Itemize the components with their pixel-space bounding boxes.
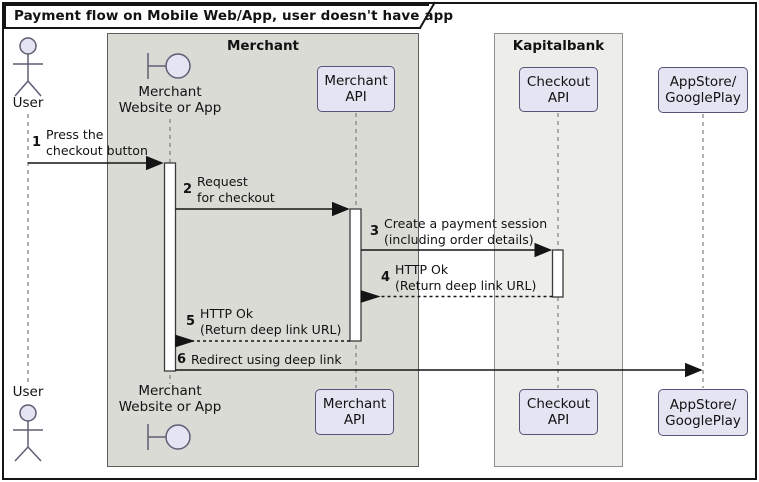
message-text-line: HTTP Ok	[200, 306, 254, 321]
frame-merchant-title: Merchant	[226, 38, 300, 54]
participant-label-merchant-website-bottom: Merchant Website or App	[118, 383, 222, 415]
message-text-line: (including order details)	[384, 231, 534, 247]
participant-label-line: Merchant	[138, 383, 202, 399]
message-number: 4	[381, 269, 391, 285]
participant-box-line: GooglePlay	[665, 90, 741, 106]
message-number: 5	[186, 313, 196, 329]
message-text-line: Create a payment session	[384, 216, 548, 231]
participant-box-merchant-api-bottom: Merchant API	[315, 389, 394, 435]
participant-box-line: API	[547, 412, 570, 428]
message-3: 3 Create a payment session (including or…	[370, 216, 547, 247]
diagram-title: Payment flow on Mobile Web/App, user doe…	[14, 8, 454, 24]
participant-box-line: Checkout	[526, 73, 591, 90]
message-1: 1 Press the checkout button	[32, 127, 148, 158]
activation-merchant-website	[163, 162, 177, 372]
message-text-line: HTTP Ok	[395, 262, 449, 277]
title-tab-shape	[4, 1, 436, 29]
message-4: 4 HTTP Ok (Return deep link URL)	[381, 262, 536, 293]
message-number: 1	[32, 134, 42, 150]
participant-label-line: Website or App	[118, 99, 222, 116]
participant-box-line: AppStore/	[669, 396, 737, 413]
participant-box-line: Checkout	[526, 396, 591, 412]
boundary-icon-merchant-website-top	[147, 53, 191, 79]
activation-merchant-api	[349, 208, 362, 342]
message-number: 6	[177, 352, 187, 367]
message-6: 6 Redirect using deep link	[177, 352, 342, 368]
actor-icon-user-bottom	[13, 404, 43, 462]
message-text-line: (Return deep link URL)	[200, 321, 342, 337]
message-number: 2	[183, 181, 193, 197]
message-text-line: Redirect using deep link	[191, 352, 342, 367]
message-text-line: Request	[197, 174, 248, 189]
participant-label-user-bottom: User	[12, 384, 44, 400]
message-text-line: for checkout	[197, 189, 275, 205]
message-text-line: checkout button	[46, 142, 148, 158]
participant-label-user-top: User	[12, 95, 44, 111]
message-5: 5 HTTP Ok (Return deep link URL)	[186, 306, 341, 337]
participant-label-line: Merchant	[138, 84, 202, 100]
participant-box-line: API	[343, 412, 366, 428]
activation-checkout-api	[551, 249, 564, 298]
participant-box-checkout-api-bottom: Checkout API	[519, 389, 598, 435]
participant-box-appstore-top: AppStore/ GooglePlay	[658, 67, 748, 113]
participant-box-line: API	[345, 89, 367, 105]
message-2: 2 Request for checkout	[183, 174, 275, 205]
message-text-line: Press the	[46, 127, 104, 142]
actor-icon-user-top	[13, 37, 43, 97]
participant-box-checkout-api-top: Checkout API	[519, 67, 598, 112]
participant-label-merchant-website-top: Merchant Website or App	[118, 84, 222, 116]
participant-box-line: GooglePlay	[665, 412, 741, 429]
participant-box-line: API	[547, 89, 570, 106]
participant-box-line: Merchant	[322, 396, 387, 412]
participant-box-merchant-api-top: Merchant API	[317, 66, 395, 112]
frame-kapitalbank-title: Kapitalbank	[512, 38, 605, 54]
participant-box-line: Merchant	[324, 73, 388, 89]
participant-label-line: Website or App	[118, 398, 222, 415]
participant-box-appstore-bottom: AppStore/ GooglePlay	[658, 389, 748, 436]
participant-box-line: AppStore/	[669, 74, 737, 90]
boundary-icon-merchant-website-bottom	[147, 424, 191, 450]
message-text-line: (Return deep link URL)	[395, 277, 537, 293]
message-number: 3	[370, 223, 380, 239]
